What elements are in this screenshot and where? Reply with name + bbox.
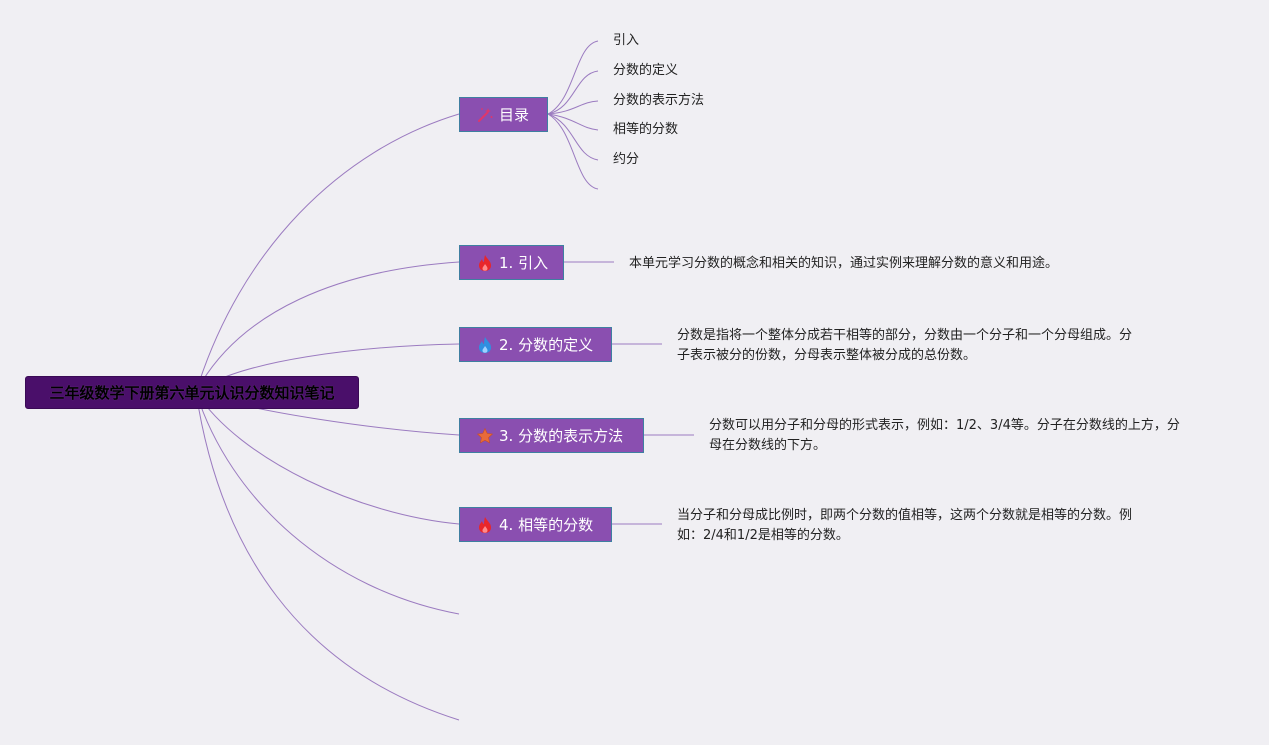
note-equal-line-2: 如：2/4和1/2是相等的分数。 bbox=[677, 528, 849, 543]
connector-toc-2 bbox=[547, 70, 599, 115]
branch-toc-label: 目录 bbox=[499, 106, 530, 124]
branch-equal-label: 4. 相等的分数 bbox=[499, 516, 594, 534]
toc-item-equal[interactable]: 相等的分数 bbox=[613, 122, 679, 137]
connector-toc-3 bbox=[547, 100, 599, 115]
connector-root-equal bbox=[195, 391, 460, 525]
note-representation-line-1: 分数可以用分子和分母的形式表示，例如：1/2、3/4等。分子在分数线的上方，分 bbox=[709, 418, 1180, 433]
star-icon bbox=[476, 427, 494, 445]
flame-icon bbox=[476, 516, 494, 534]
toc-item-reduce[interactable]: 约分 bbox=[613, 152, 640, 167]
branch-definition-label: 2. 分数的定义 bbox=[499, 336, 594, 354]
toc-item-intro[interactable]: 引入 bbox=[613, 33, 640, 48]
connector-root-empty-1 bbox=[195, 391, 460, 615]
blue-flame-icon bbox=[476, 336, 494, 354]
connector-toc-1 bbox=[547, 40, 599, 115]
toc-item-representation[interactable]: 分数的表示方法 bbox=[613, 93, 705, 108]
root-topic[interactable]: 三年级数学下册第六单元认识分数知识笔记 bbox=[25, 376, 359, 409]
connector-root-toc bbox=[195, 113, 460, 393]
note-representation-line-2: 母在分数线的下方。 bbox=[709, 438, 827, 453]
root-topic-label: 三年级数学下册第六单元认识分数知识笔记 bbox=[49, 384, 335, 402]
toc-item-definition[interactable]: 分数的定义 bbox=[613, 63, 679, 78]
flame-icon bbox=[476, 254, 494, 272]
note-intro-line-1: 本单元学习分数的概念和相关的知识，通过实例来理解分数的意义和用途。 bbox=[629, 256, 1059, 271]
note-equal: 当分子和分母成比例时，即两个分数的值相等，这两个分数就是相等的分数。例 如：2/… bbox=[677, 506, 1197, 546]
branch-intro-label: 1. 引入 bbox=[499, 254, 549, 272]
branch-definition[interactable]: 2. 分数的定义 bbox=[459, 327, 612, 362]
note-intro: 本单元学习分数的概念和相关的知识，通过实例来理解分数的意义和用途。 bbox=[629, 254, 1229, 274]
branch-representation[interactable]: 3. 分数的表示方法 bbox=[459, 418, 644, 453]
connector-root-intro bbox=[195, 261, 460, 393]
connector-toc-6 bbox=[547, 113, 599, 190]
note-equal-line-1: 当分子和分母成比例时，即两个分数的值相等，这两个分数就是相等的分数。例 bbox=[677, 508, 1133, 523]
note-definition-line-2: 子表示被分的份数，分母表示整体被分成的总份数。 bbox=[677, 348, 977, 363]
connector-root-empty-2 bbox=[195, 391, 460, 721]
branch-toc[interactable]: 目录 bbox=[459, 97, 548, 132]
branch-intro[interactable]: 1. 引入 bbox=[459, 245, 564, 280]
note-definition-line-1: 分数是指将一个整体分成若干相等的部分，分数由一个分子和一个分母组成。分 bbox=[677, 328, 1133, 343]
magic-wand-icon bbox=[476, 106, 494, 124]
note-representation: 分数可以用分子和分母的形式表示，例如：1/2、3/4等。分子在分数线的上方，分 … bbox=[709, 416, 1229, 456]
connector-toc-4 bbox=[547, 113, 599, 131]
branch-equal[interactable]: 4. 相等的分数 bbox=[459, 507, 612, 542]
note-definition: 分数是指将一个整体分成若干相等的部分，分数由一个分子和一个分母组成。分 子表示被… bbox=[677, 326, 1197, 366]
branch-representation-label: 3. 分数的表示方法 bbox=[499, 427, 624, 445]
connector-toc-5 bbox=[547, 113, 599, 161]
